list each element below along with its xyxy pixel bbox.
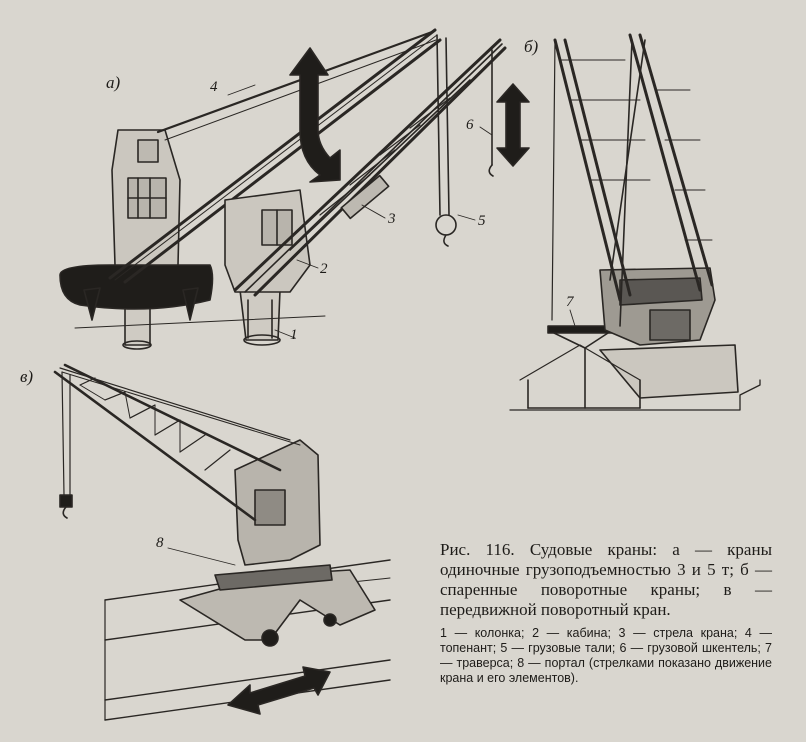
travelling-crane-c bbox=[53, 363, 391, 721]
panel-label-c: в) bbox=[20, 367, 34, 386]
crane-a-left bbox=[59, 28, 442, 350]
part-number-3: 3 bbox=[388, 211, 396, 227]
hoist-arrow-a bbox=[496, 83, 530, 167]
travel-arrow-c bbox=[227, 666, 331, 715]
part-number-6: 6 bbox=[466, 117, 474, 133]
part-number-2: 2 bbox=[320, 261, 328, 277]
panel-label-b: б) bbox=[524, 37, 539, 56]
part-number-5: 5 bbox=[478, 213, 486, 229]
figure-caption: Рис. 116. Судовые краны: а — краны одино… bbox=[440, 540, 772, 686]
rotation-arrow-a bbox=[289, 47, 341, 183]
part-number-7: 7 bbox=[566, 294, 574, 310]
panel-label-a: а) bbox=[106, 73, 121, 92]
caption-title: Рис. 116. Судовые краны: а — краны одино… bbox=[440, 540, 772, 619]
caption-legend: 1 — колонка; 2 — кабина; 3 — стрела кран… bbox=[440, 626, 772, 685]
crane-a-right bbox=[224, 34, 507, 346]
part-number-8: 8 bbox=[156, 535, 164, 551]
part-number-4: 4 bbox=[210, 79, 218, 95]
part-number-1: 1 bbox=[290, 327, 298, 343]
twin-cranes-b bbox=[509, 33, 761, 411]
